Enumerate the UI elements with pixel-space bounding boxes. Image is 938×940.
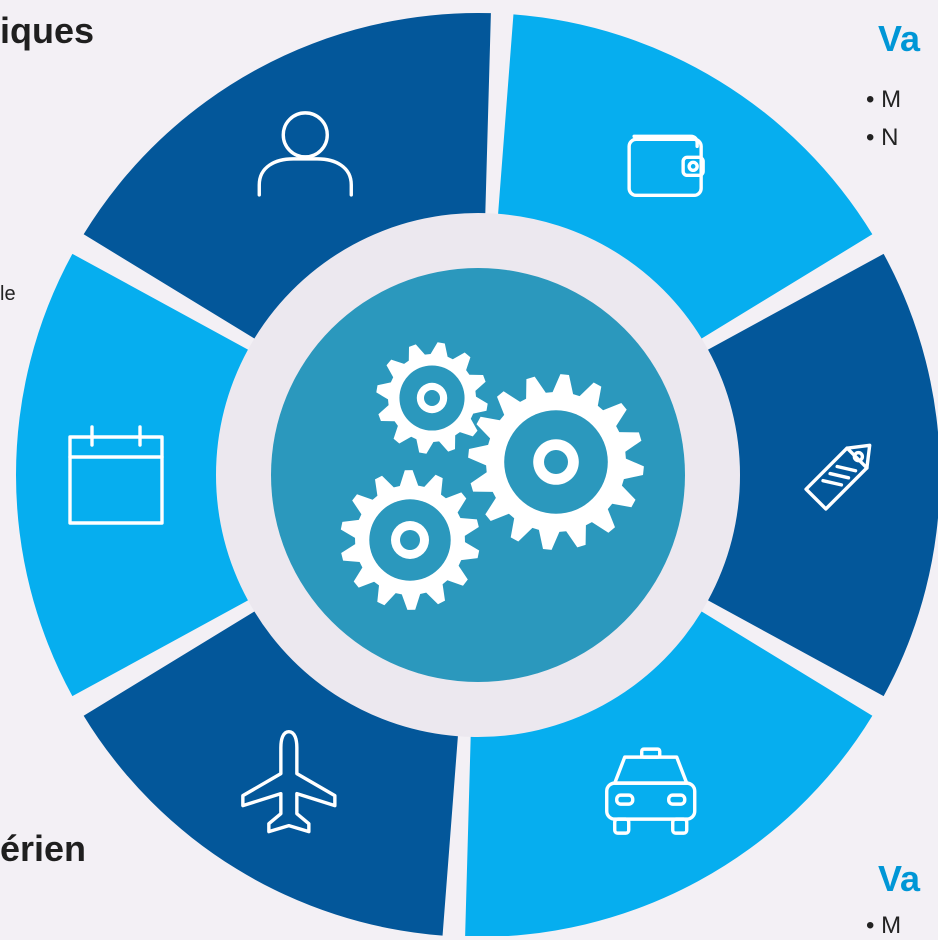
airplane-icon (241, 729, 337, 834)
price-tag-icon (804, 443, 872, 511)
bullet-top-right-1: • M (866, 86, 902, 113)
segment-4 (83, 611, 458, 936)
heading-top-right: Va (878, 18, 921, 59)
calendar-icon (68, 425, 164, 525)
taxi-icon (605, 747, 697, 835)
heading-bottom-right: Va (878, 858, 921, 899)
segment-2 (708, 253, 938, 697)
segment-6 (83, 13, 491, 339)
bullet-top-right-2: • N (866, 124, 899, 151)
side-text-fragment: le (0, 283, 16, 305)
bullet-bottom-right-1: • M (866, 912, 902, 939)
segment-5 (15, 253, 248, 697)
gears-icon (340, 342, 644, 610)
heading-top-left: iques (0, 10, 95, 51)
user-icon (257, 111, 353, 197)
segment-3 (465, 611, 873, 936)
heading-bottom-left: érien (0, 828, 87, 869)
wallet-icon (627, 134, 705, 198)
